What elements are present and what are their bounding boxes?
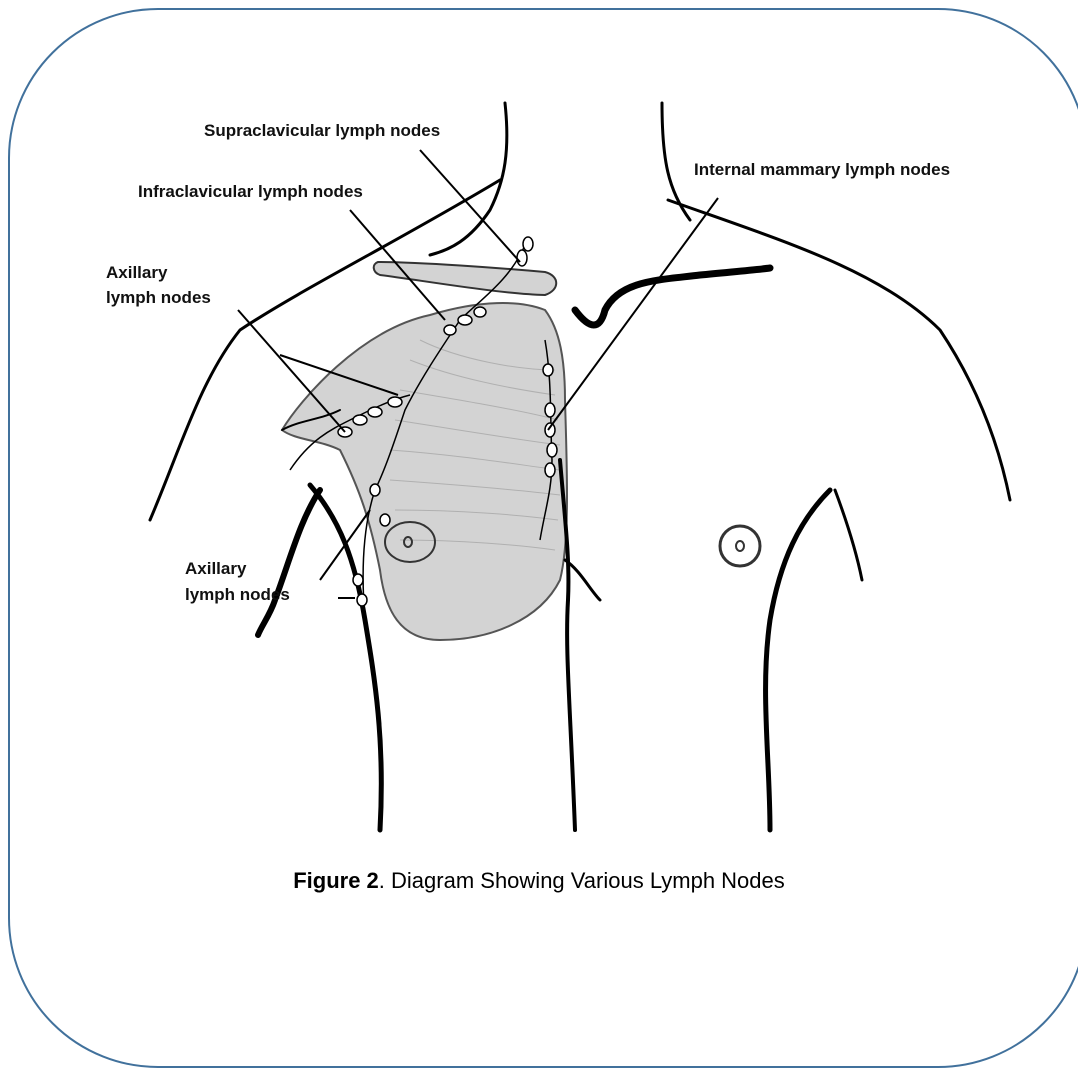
clavicle [374, 262, 557, 295]
breast-region [282, 303, 567, 640]
label-axillary-lower-2: lymph nodes [185, 585, 290, 604]
label-axillary-upper-1: Axillary [106, 263, 168, 282]
label-internal-mammary: Internal mammary lymph nodes [694, 160, 950, 179]
caption-text: . Diagram Showing Various Lymph Nodes [379, 868, 785, 893]
caption-figure-number: Figure 2 [293, 868, 379, 893]
figure-caption: Figure 2. Diagram Showing Various Lymph … [0, 868, 1078, 894]
label-axillary-upper-2: lymph nodes [106, 288, 211, 307]
label-supraclavicular: Supraclavicular lymph nodes [204, 121, 440, 140]
body-outline [150, 103, 1010, 830]
label-infraclavicular: Infraclavicular lymph nodes [138, 182, 363, 201]
label-axillary-lower-1: Axillary [185, 559, 247, 578]
lymph-node-diagram: Supraclavicular lymph nodes Infraclavicu… [0, 0, 1078, 983]
